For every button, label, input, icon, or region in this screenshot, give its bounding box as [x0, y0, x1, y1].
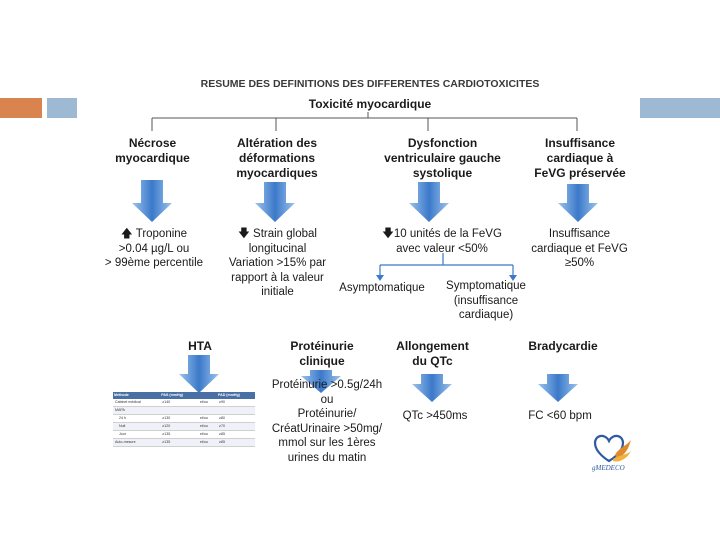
table-header-cell: [197, 392, 217, 399]
deco-bar-blue-left: [47, 98, 77, 118]
gmedeco-logo-icon: [593, 434, 631, 463]
deco-bar-blue-right: [640, 98, 720, 118]
diagram-subtitle: Toxicité myocardique: [308, 97, 432, 111]
heading-hta: HTA: [188, 339, 212, 353]
block-arrow: [409, 182, 449, 222]
heading-bradycardie: Bradycardie: [528, 339, 598, 353]
bp-threshold-table: Méthode PAS (mmHg) PAD (mmHg) Cabinet mé…: [113, 392, 255, 447]
table-row: MAPA: [113, 406, 255, 415]
dysfunction-branch: [379, 253, 514, 275]
block-arrow: [301, 370, 341, 393]
table-header-cell: Méthode: [113, 392, 161, 399]
branch-arrow-left: [376, 275, 384, 281]
branch-arrow-right: [509, 275, 517, 281]
page-title: RESUME DES DEFINITIONS DES DIFFERENTES C…: [200, 78, 540, 90]
desc-qtc: QTc >450ms: [402, 410, 468, 422]
desc-troponine: 🡅 Troponine>0.04 µg/L ou> 99ème percenti…: [104, 228, 204, 269]
top-bracket: [151, 112, 578, 131]
table-header-cell: PAD (mmHg): [216, 392, 255, 399]
block-arrow: [132, 180, 172, 222]
block-arrow: [412, 374, 452, 402]
table-header-row: Méthode PAS (mmHg) PAD (mmHg): [113, 392, 255, 399]
deco-bar-orange: [0, 98, 42, 118]
block-arrow: [179, 355, 219, 393]
desc-bradycardie: FC <60 bpm: [528, 410, 592, 422]
logo-text: gMEDECO: [592, 464, 625, 472]
label-asymptomatique: Asymptomatique: [339, 282, 425, 294]
table-header-cell: PAS (mmHg): [160, 392, 198, 399]
block-arrow: [255, 182, 295, 222]
block-arrow: [538, 374, 578, 402]
block-arrow: [558, 184, 598, 222]
